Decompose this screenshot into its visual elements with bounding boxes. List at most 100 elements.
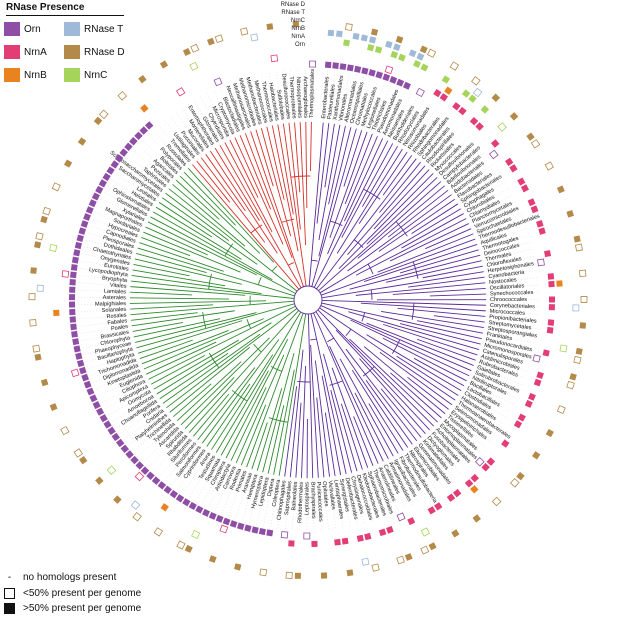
tree-branch xyxy=(355,218,467,276)
presence-mark xyxy=(526,132,535,141)
tree-branch xyxy=(349,254,481,290)
legend-swatch-nrna xyxy=(4,45,20,59)
tip-label: Fabales xyxy=(107,318,128,326)
tree-branch xyxy=(413,302,486,306)
tree-branch xyxy=(318,127,352,257)
presence-mark xyxy=(176,87,186,97)
tree-branch xyxy=(347,165,426,256)
presence-mark xyxy=(237,522,245,530)
tree-branch xyxy=(344,133,373,205)
guide-line xyxy=(433,425,472,465)
tip-label: Victivallales xyxy=(327,480,337,510)
presence-mark xyxy=(219,524,229,534)
presence-mark xyxy=(79,455,88,465)
presence-mark xyxy=(184,544,193,553)
presence-mark xyxy=(536,220,544,228)
guide-line xyxy=(477,227,529,245)
presence-mark xyxy=(61,270,70,278)
tip-label: Oscillatoriales xyxy=(489,283,524,291)
tip-label: Asterales xyxy=(103,295,127,301)
presence-mark xyxy=(60,425,70,436)
presence-mark xyxy=(510,477,520,488)
guide-line xyxy=(96,204,146,228)
tree-branch xyxy=(135,312,257,343)
presence-mark xyxy=(182,47,191,56)
presence-mark xyxy=(345,23,353,31)
tree-branch xyxy=(150,216,226,257)
guide-line xyxy=(328,69,336,124)
tree-branch xyxy=(137,247,259,286)
tree-branch xyxy=(374,366,434,427)
presence-mark xyxy=(354,65,362,73)
tree-branch xyxy=(289,349,304,478)
presence-mark xyxy=(434,502,443,511)
tip-label: Sulfolobales xyxy=(275,89,285,120)
presence-mark xyxy=(266,23,274,31)
tree-branch xyxy=(200,157,266,243)
tree-branch xyxy=(411,203,459,234)
presence-mark xyxy=(378,528,387,537)
presence-mark xyxy=(419,45,428,54)
presence-mark xyxy=(49,403,58,411)
guide-line xyxy=(463,187,511,214)
legend-item-nrnb: NrnB xyxy=(4,68,47,82)
over-label: >50% present per genome xyxy=(23,603,142,614)
tip-label: Vibrionales xyxy=(338,93,349,121)
guide-line xyxy=(76,282,131,287)
tree-stem xyxy=(281,312,304,372)
tree-branch xyxy=(371,271,484,291)
presence-mark xyxy=(452,102,461,111)
tree-branch xyxy=(339,358,394,457)
guide-line xyxy=(361,78,379,131)
tree-branch xyxy=(351,369,404,451)
presence-mark xyxy=(491,93,501,102)
guide-line xyxy=(311,68,313,123)
tip-label: Chitinophagales xyxy=(276,480,287,521)
presence-mark xyxy=(309,60,316,68)
presence-mark xyxy=(69,279,76,286)
presence-mark xyxy=(134,131,143,141)
tree-branch xyxy=(382,155,413,196)
tip-label: Thermales xyxy=(485,251,512,263)
legend-label-rnase-t: RNase T xyxy=(84,23,124,35)
guide-line xyxy=(393,456,420,504)
tree-stem xyxy=(315,311,335,339)
presence-mark xyxy=(415,87,425,98)
tip-label: Onygenales xyxy=(100,255,131,267)
guide-line xyxy=(103,384,152,410)
presence-mark xyxy=(30,267,37,274)
tree-branch xyxy=(355,282,486,296)
presence-mark xyxy=(547,319,555,326)
guide-line xyxy=(100,379,149,404)
tip-label: Saprospirales xyxy=(284,481,293,516)
presence-mark xyxy=(35,232,44,241)
presence-mark xyxy=(368,69,376,77)
presence-mark xyxy=(153,527,164,537)
tree-branch xyxy=(267,405,285,474)
presence-mark xyxy=(119,148,128,157)
legend-label-nrnc: NrnC xyxy=(84,69,108,81)
tree-branch xyxy=(301,365,307,478)
none-label: no homologs present xyxy=(23,572,117,583)
tree-branch xyxy=(184,377,235,430)
tree-stem xyxy=(258,284,295,297)
tree-branch xyxy=(408,276,485,288)
guide-line xyxy=(80,336,134,349)
tree-clade-arc xyxy=(367,263,374,275)
tree-branch xyxy=(143,231,241,273)
legend-swatch-rnase-t xyxy=(64,22,80,36)
ring-label-nrnc: NrnC xyxy=(290,18,305,24)
presence-mark xyxy=(364,532,372,541)
tree-branch xyxy=(131,310,235,327)
tree-branch xyxy=(278,422,289,476)
guide-line xyxy=(297,68,301,123)
tree-branch xyxy=(396,355,459,396)
presence-mark xyxy=(49,243,58,252)
tree-branch xyxy=(158,202,213,238)
presence-mark xyxy=(190,43,200,53)
guide-line xyxy=(117,166,163,198)
guide-line xyxy=(425,433,462,475)
presence-mark xyxy=(441,75,451,84)
guide-line xyxy=(471,370,522,393)
tree-branch xyxy=(179,175,261,254)
